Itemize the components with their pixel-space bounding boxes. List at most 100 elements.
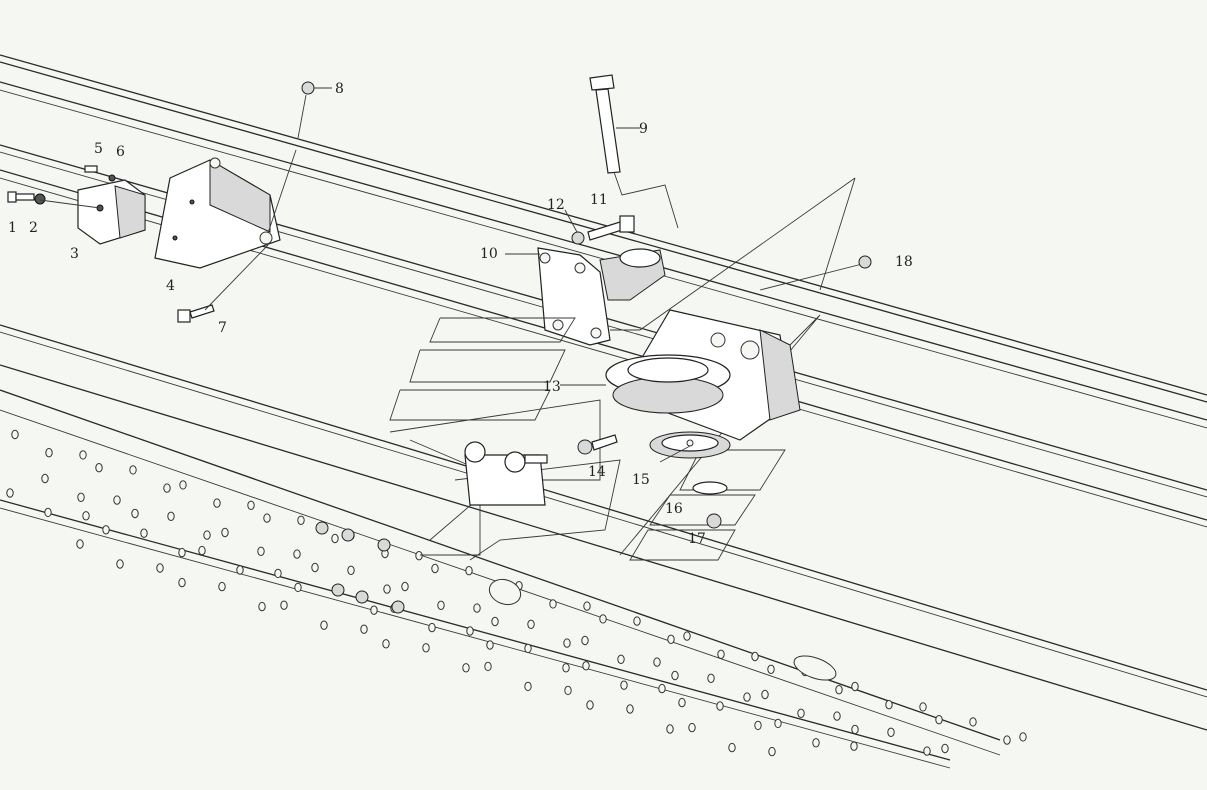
part-7-bolt: [177, 244, 269, 323]
rail-hole: [583, 601, 591, 611]
callout-5: 5: [94, 141, 103, 157]
callout-9: 9: [639, 121, 648, 137]
rail-slot: [793, 655, 837, 681]
rail-hole: [851, 724, 859, 735]
rail-hole: [549, 599, 557, 609]
rail-hole: [437, 600, 445, 610]
rail-hole: [582, 661, 590, 671]
part-15-washer: [649, 431, 731, 463]
callout-14: 14: [588, 464, 606, 480]
rail-hole: [280, 600, 288, 610]
part-4-bracket: [154, 157, 281, 269]
callout-18: 18: [895, 254, 913, 270]
rail-nuts: [315, 521, 405, 614]
rail-hole: [297, 515, 305, 525]
rail-hole: [683, 631, 691, 641]
rail-hole: [370, 605, 378, 615]
rail-hole: [401, 581, 409, 592]
callout-11: 11: [590, 192, 608, 208]
rail-hole: [671, 670, 679, 681]
lower-frame-rail: [0, 324, 1207, 769]
rail-hole: [311, 562, 319, 573]
rail-hole: [707, 673, 715, 683]
rail-hole: [812, 738, 820, 748]
rail-hole: [213, 498, 221, 508]
rail-hole: [102, 525, 110, 535]
rail-hole: [768, 746, 776, 757]
callout-1: 1: [8, 220, 17, 236]
rail-hole: [167, 511, 175, 521]
rail-hole: [1003, 735, 1011, 745]
rail-hole: [728, 742, 736, 753]
rail-hole: [465, 566, 473, 576]
rail-hole: [320, 620, 328, 630]
rail-hole: [198, 545, 206, 556]
part-13-mount: [560, 309, 801, 441]
rail-hole: [140, 528, 148, 538]
rail-hole: [717, 649, 725, 659]
rail-hole: [466, 626, 474, 636]
rail-hole: [274, 568, 282, 579]
rail-hole: [203, 530, 211, 540]
rail-hole: [754, 720, 762, 731]
callout-13: 13: [543, 379, 561, 395]
rail-hole: [524, 643, 532, 654]
rail-hole: [743, 692, 751, 702]
rail-hole: [462, 663, 470, 673]
part-16-washer: [692, 481, 728, 495]
rail-hole: [44, 507, 52, 518]
rail-hole: [935, 715, 943, 725]
rail-hole: [95, 463, 103, 473]
part-11-bolt: [587, 215, 635, 241]
rail-hole: [586, 700, 594, 710]
rail-hole: [294, 582, 302, 593]
rail-hole: [116, 559, 124, 569]
callout-15: 15: [632, 472, 650, 488]
rail-hole: [156, 563, 164, 573]
rail-hole: [797, 708, 805, 718]
rail-hole: [564, 685, 572, 696]
rail-hole: [491, 616, 499, 627]
part-9-bolt: [589, 74, 679, 229]
lower-bolt-plate: [464, 441, 548, 506]
rail-hole: [1019, 732, 1027, 742]
part-6-washer: [108, 174, 116, 182]
rail-hole: [11, 429, 19, 440]
callout-7: 7: [218, 320, 227, 336]
rail-hole: [331, 533, 339, 544]
rail-hole: [767, 664, 775, 674]
rail-hole: [761, 689, 769, 700]
callout-8: 8: [335, 81, 344, 97]
callout-4: 4: [166, 278, 175, 294]
rail-hole: [6, 488, 14, 498]
callout-2: 2: [29, 220, 38, 236]
rail-hole: [751, 651, 759, 662]
rail-hole: [617, 654, 625, 664]
rail-hole: [77, 492, 85, 502]
rail-hole: [263, 513, 271, 523]
rail-hole: [218, 581, 226, 592]
part-14-bolt: [577, 434, 618, 455]
rail-hole: [486, 640, 494, 650]
rail-hole: [562, 663, 570, 673]
rail-hole: [428, 622, 436, 633]
part-17-nut: [706, 513, 722, 529]
rail-hole: [688, 722, 696, 733]
rail-holes: [6, 429, 1027, 757]
rail-hole: [163, 483, 171, 493]
rail-slot: [488, 578, 522, 606]
part-5-pin: [84, 165, 98, 173]
rail-hole: [581, 635, 589, 646]
rail-hole: [716, 701, 724, 711]
rail-hole: [178, 577, 186, 588]
part-18-nut: [858, 255, 872, 269]
rail-hole: [923, 746, 931, 756]
part-3-block: [39, 179, 146, 245]
rail-hole: [666, 724, 674, 734]
rail-hole: [563, 638, 571, 648]
rail-hole: [527, 619, 535, 629]
rail-hole: [221, 527, 229, 538]
rail-hole: [774, 718, 782, 729]
